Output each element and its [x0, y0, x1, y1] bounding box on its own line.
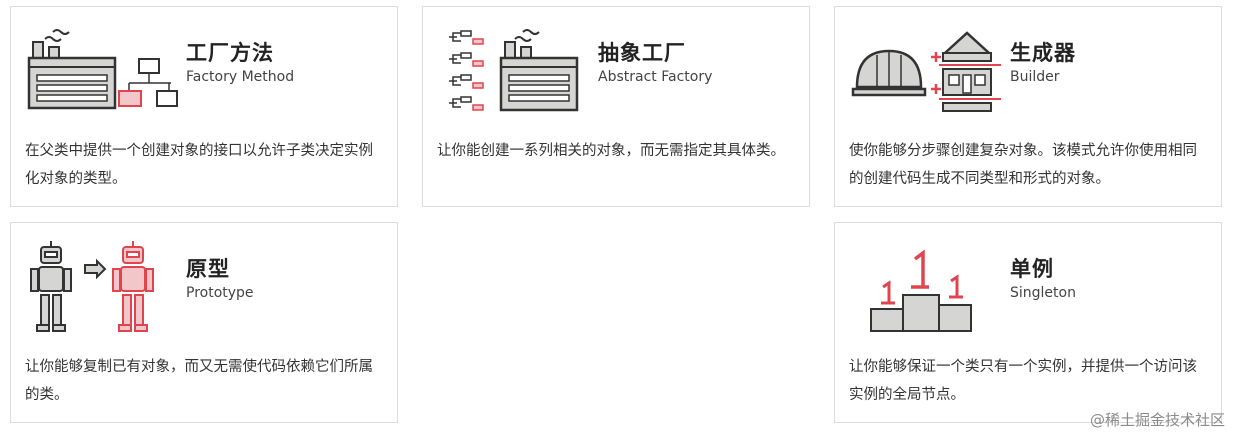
- prototype-icon: [30, 241, 154, 332]
- abstract-factory-icon: [449, 29, 579, 112]
- pattern-title: 工厂方法: [186, 41, 274, 65]
- pattern-description: 使你能够分步骤创建复杂对象。该模式允许你使用相同的创建代码生成不同类型和形式的对…: [849, 143, 1197, 187]
- pattern-subtitle: Builder: [1010, 69, 1060, 85]
- pattern-subtitle: Abstract Factory: [598, 69, 713, 85]
- pattern-title: 抽象工厂: [598, 41, 686, 65]
- pattern-description: 在父类中提供一个创建对象的接口以允许子类决定实例化对象的类型。: [25, 143, 373, 187]
- pattern-description: 让你能够复制已有对象，而又无需使代码依赖它们所属的类。: [25, 359, 373, 403]
- singleton-icon: [870, 249, 972, 332]
- pattern-title: 单例: [1010, 257, 1054, 281]
- pattern-subtitle: Factory Method: [186, 69, 295, 85]
- watermark: @稀土掘金技术社区: [1089, 411, 1225, 429]
- pattern-card-prototype[interactable]: 原型 Prototype 让你能够复制已有对象，而又无需使代码依赖它们所属的类。: [10, 222, 398, 423]
- pattern-title: 原型: [186, 257, 230, 281]
- pattern-subtitle: Prototype: [186, 285, 254, 301]
- pattern-description: 让你能够保证一个类只有一个实例，并提供一个访问该实例的全局节点。: [849, 359, 1197, 403]
- pattern-card-builder[interactable]: 生成器 Builder 使你能够分步骤创建复杂对象。该模式允许你使用相同的创建代…: [834, 6, 1222, 207]
- pattern-card-factory-method[interactable]: 工厂方法 Factory Method 在父类中提供一个创建对象的接口以允许子类…: [10, 6, 398, 207]
- pattern-card-singleton[interactable]: 单例 Singleton 让你能够保证一个类只有一个实例，并提供一个访问该实例的…: [834, 222, 1222, 423]
- pattern-title: 生成器: [1010, 41, 1076, 65]
- pattern-card-abstract-factory[interactable]: 抽象工厂 Abstract Factory 让你能创建一系列相关的对象，而无需指…: [422, 6, 810, 207]
- factory-method-icon: [27, 29, 178, 110]
- builder-icon: [851, 31, 1001, 112]
- pattern-subtitle: Singleton: [1010, 285, 1076, 301]
- pattern-description: 让你能创建一系列相关的对象，而无需指定其具体类。: [437, 143, 785, 159]
